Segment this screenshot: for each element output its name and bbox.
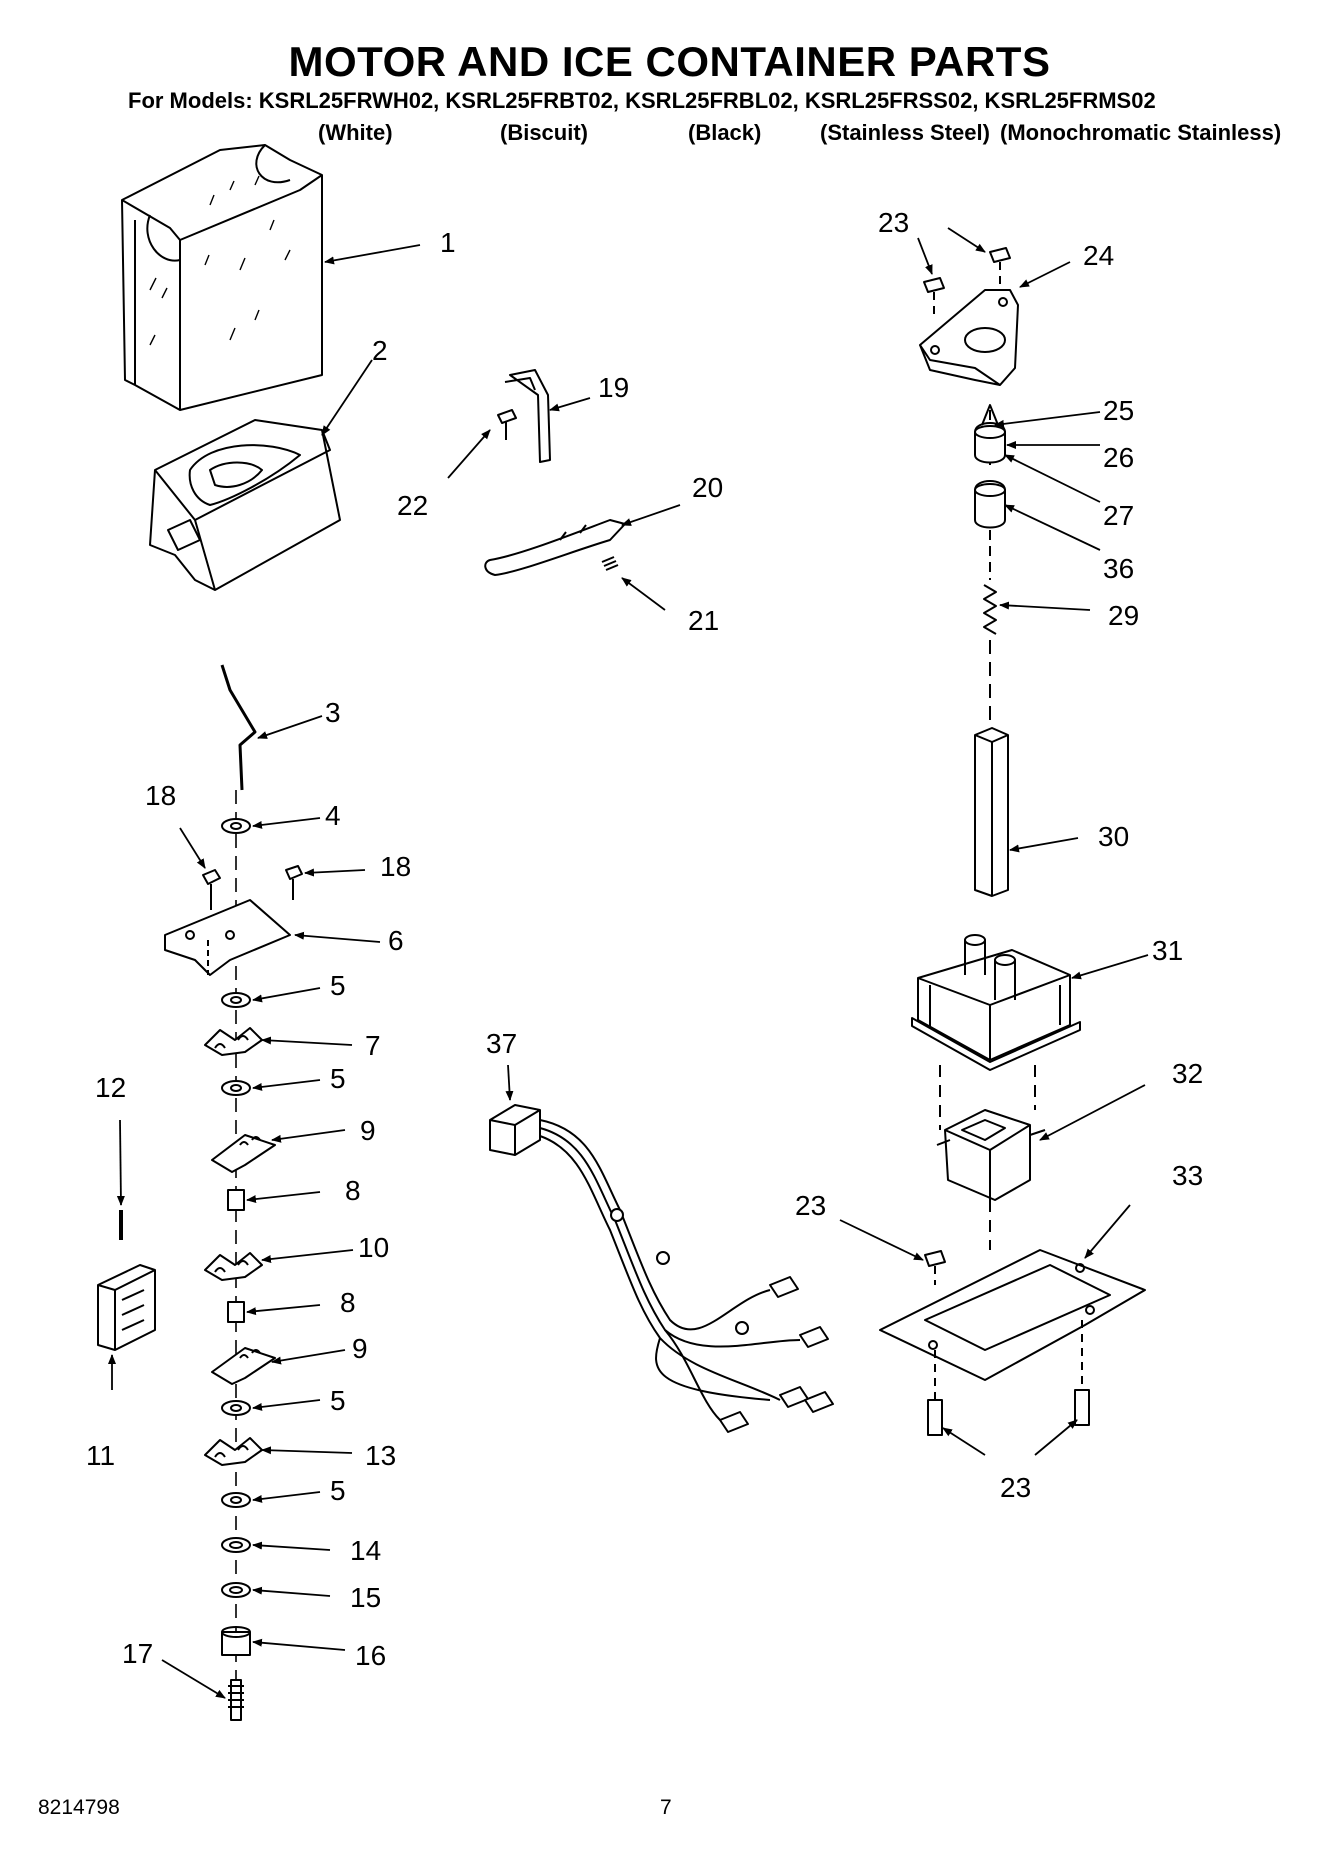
- callout-23-b: 23: [795, 1190, 826, 1221]
- callout-13: 13: [365, 1440, 396, 1471]
- callout-20: 20: [692, 472, 723, 503]
- ice-container-part: [121, 144, 323, 411]
- color-label-black: (Black): [688, 120, 762, 145]
- callout-numbers: 1 2 3 4 5 5 5 5 6 7 8 8 9 9 10 11 12 13 …: [86, 207, 1203, 1671]
- callout-10: 10: [358, 1232, 389, 1263]
- callout-18-b: 18: [380, 851, 411, 882]
- bracket-parts-19-22: [484, 369, 626, 576]
- document-number: 8214798: [38, 1796, 120, 1819]
- models-line: For Models: KSRL25FRWH02, KSRL25FRBT02, …: [128, 88, 1156, 113]
- callout-7: 7: [365, 1030, 381, 1061]
- callout-3: 3: [325, 697, 341, 728]
- callout-33: 33: [1172, 1160, 1203, 1191]
- ice-bucket-part: [149, 419, 341, 591]
- drive-coupling-parts: [974, 404, 1009, 897]
- color-label-monochromatic: (Monochromatic Stainless): [1000, 120, 1282, 145]
- callout-2: 2: [372, 335, 388, 366]
- callout-26: 26: [1103, 442, 1134, 473]
- callout-30: 30: [1098, 821, 1129, 852]
- callout-32: 32: [1172, 1058, 1203, 1089]
- color-label-biscuit: (Biscuit): [500, 120, 588, 145]
- motor-bracket-assembly: [919, 247, 1019, 386]
- callout-31: 31: [1152, 935, 1183, 966]
- callout-29: 29: [1108, 600, 1139, 631]
- callout-37: 37: [486, 1028, 517, 1059]
- callout-24: 24: [1083, 240, 1114, 271]
- color-label-stainless: (Stainless Steel): [820, 120, 990, 145]
- crusher-stack: [164, 664, 291, 1721]
- callout-27: 27: [1103, 500, 1134, 531]
- callout-11: 11: [86, 1440, 115, 1471]
- callout-25: 25: [1103, 395, 1134, 426]
- callout-5-b: 5: [330, 1063, 346, 1094]
- callout-23-a: 23: [878, 207, 909, 238]
- page-title: MOTOR AND ICE CONTAINER PARTS: [288, 38, 1051, 85]
- motor-assembly: [879, 934, 1146, 1436]
- callout-16: 16: [355, 1640, 386, 1671]
- callout-18-a: 18: [145, 780, 176, 811]
- callout-5-c: 5: [330, 1385, 346, 1416]
- leader-arrows: [108, 227, 1149, 1699]
- callout-21: 21: [688, 605, 719, 636]
- crusher-housing-parts: [97, 1210, 156, 1351]
- callout-6: 6: [388, 925, 404, 956]
- callout-15: 15: [350, 1582, 381, 1613]
- callout-4: 4: [325, 800, 341, 831]
- callout-9-b: 9: [352, 1333, 368, 1364]
- callout-22: 22: [397, 490, 428, 521]
- color-label-white: (White): [318, 120, 393, 145]
- callout-9-a: 9: [360, 1115, 376, 1146]
- callout-17: 17: [122, 1638, 153, 1669]
- callout-8-b: 8: [340, 1287, 356, 1318]
- page-number: 7: [660, 1796, 672, 1819]
- callout-5-d: 5: [330, 1475, 346, 1506]
- callout-14: 14: [350, 1535, 381, 1566]
- callout-8-a: 8: [345, 1175, 361, 1206]
- callout-19: 19: [598, 372, 629, 403]
- callout-36: 36: [1103, 553, 1134, 584]
- screws-18: [202, 865, 303, 910]
- wire-harness-part: [489, 1104, 834, 1433]
- callout-1: 1: [440, 227, 456, 258]
- callout-12: 12: [95, 1072, 126, 1103]
- callout-5-a: 5: [330, 970, 346, 1001]
- callout-23-c: 23: [1000, 1472, 1031, 1503]
